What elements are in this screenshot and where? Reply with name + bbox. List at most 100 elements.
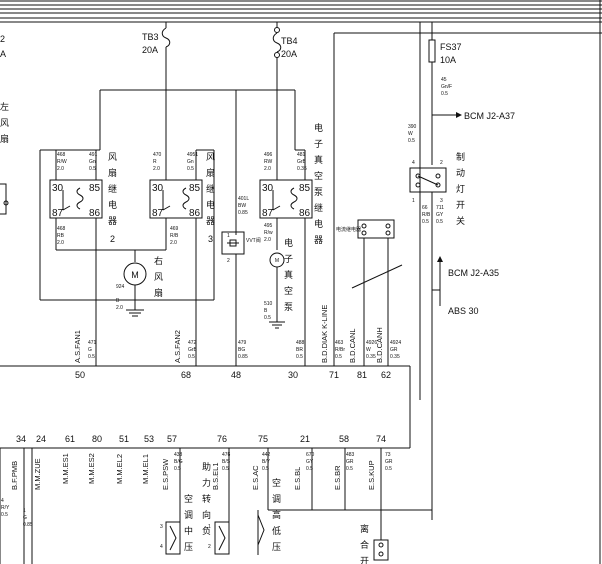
- svg-text:469: 469: [170, 226, 179, 232]
- lower-connector-row: 34 24 61 80 51 53 57 76 75 21 58 74 B.F.…: [0, 434, 433, 564]
- svg-text:401L: 401L: [238, 196, 249, 202]
- fan-relay-3: 30 85 87 86 470 R 2.0 4951 Gn 0.5 469 R/…: [149, 90, 215, 338]
- svg-text:扇: 扇: [206, 167, 215, 178]
- svg-text:E.S.BR: E.S.BR: [333, 465, 342, 490]
- svg-text:电: 电: [206, 199, 215, 210]
- svg-text:电: 电: [314, 218, 323, 229]
- svg-text:M: M: [131, 270, 139, 280]
- svg-text:85: 85: [89, 183, 101, 194]
- svg-text:BR: BR: [296, 347, 303, 353]
- svg-text:442: 442: [262, 452, 271, 458]
- svg-text:电流继电器: 电流继电器: [336, 226, 361, 233]
- svg-text:470: 470: [153, 152, 162, 158]
- svg-text:泵: 泵: [284, 302, 293, 312]
- svg-text:继: 继: [314, 202, 323, 213]
- svg-text:Gn: Gn: [89, 159, 96, 165]
- svg-text:3: 3: [440, 198, 443, 204]
- svg-text:负: 负: [202, 525, 211, 536]
- svg-text:M.M.EL2: M.M.EL2: [115, 454, 124, 484]
- svg-text:491: 491: [89, 152, 98, 158]
- svg-text:风: 风: [108, 152, 117, 162]
- fuse-tb3: TB3 20A: [142, 22, 171, 90]
- svg-text:真: 真: [314, 154, 323, 165]
- svg-text:86: 86: [299, 208, 311, 219]
- svg-text:75: 75: [258, 434, 268, 444]
- svg-text:1: 1: [23, 508, 26, 514]
- svg-text:0.5: 0.5: [422, 219, 429, 225]
- svg-text:子: 子: [314, 139, 323, 149]
- svg-text:Gn: Gn: [187, 159, 194, 165]
- left-fan-label-1: 左: [0, 101, 9, 112]
- svg-text:2: 2: [208, 544, 211, 550]
- svg-text:711: 711: [436, 205, 444, 211]
- svg-text:B.D.DIAK K-LINE: B.D.DIAK K-LINE: [320, 305, 329, 363]
- svg-text:68: 68: [181, 370, 191, 380]
- svg-text:GR: GR: [390, 347, 398, 353]
- svg-text:M: M: [275, 258, 279, 264]
- svg-text:M.M.ZUE: M.M.ZUE: [33, 458, 42, 490]
- svg-text:87: 87: [52, 208, 64, 219]
- svg-text:2.0: 2.0: [57, 240, 64, 246]
- svg-text:670: 670: [306, 452, 315, 458]
- svg-text:87: 87: [262, 208, 274, 219]
- svg-text:0.5: 0.5: [335, 354, 342, 360]
- right-fan-motor: M 924 B 2.0 右 风 扇: [40, 249, 214, 317]
- svg-text:468: 468: [57, 226, 66, 232]
- svg-text:0.85: 0.85: [238, 210, 248, 216]
- svg-text:B.F.PMB: B.F.PMB: [10, 461, 19, 490]
- svg-text:R/Y: R/Y: [1, 505, 10, 511]
- svg-text:48: 48: [231, 370, 241, 380]
- svg-text:A.S.FAN2: A.S.FAN2: [173, 330, 182, 363]
- svg-text:0.5: 0.5: [188, 354, 195, 360]
- svg-text:转: 转: [202, 493, 211, 504]
- svg-text:制: 制: [456, 151, 465, 162]
- svg-text:B: B: [116, 298, 120, 304]
- svg-text:53: 53: [144, 434, 154, 444]
- left-fuse-rating: A: [0, 49, 6, 59]
- svg-text:电: 电: [108, 199, 117, 210]
- svg-text:空: 空: [184, 493, 193, 504]
- svg-text:Gn/F: Gn/F: [441, 84, 452, 90]
- svg-text:开: 开: [456, 200, 465, 210]
- svg-text:0.5: 0.5: [385, 466, 392, 472]
- svg-text:87: 87: [152, 208, 164, 219]
- svg-text:390: 390: [408, 124, 417, 130]
- svg-text:3: 3: [160, 524, 163, 530]
- svg-text:R/w: R/w: [264, 230, 273, 236]
- svg-text:M.M.EL1: M.M.EL1: [141, 454, 150, 484]
- svg-text:2.0: 2.0: [57, 166, 64, 172]
- svg-text:1: 1: [412, 198, 415, 204]
- svg-text:压: 压: [184, 542, 193, 552]
- svg-text:M.M.ES2: M.M.ES2: [87, 453, 96, 484]
- svg-text:开: 开: [360, 556, 369, 564]
- svg-text:M.M.ES1: M.M.ES1: [61, 453, 70, 484]
- svg-text:2.0: 2.0: [264, 237, 271, 243]
- svg-text:2.0: 2.0: [264, 166, 271, 172]
- svg-text:0.5: 0.5: [88, 354, 95, 360]
- svg-text:GrB: GrB: [188, 347, 198, 353]
- fuse-fs37: FS37 10A 45 Gn/F 0.5 BCM J2-A37: [428, 22, 515, 165]
- svg-text:GrB: GrB: [297, 159, 307, 165]
- svg-text:10A: 10A: [440, 55, 456, 65]
- svg-text:子: 子: [284, 254, 293, 264]
- svg-text:34: 34: [16, 434, 26, 444]
- svg-text:4926: 4926: [366, 340, 377, 346]
- upper-connector-row: A.S.FAN1 A.S.FAN2 B.D.DIAK K-LINE B.D.CA…: [0, 305, 411, 448]
- svg-text:器: 器: [108, 216, 117, 226]
- svg-text:488: 488: [296, 340, 305, 346]
- svg-text:4: 4: [1, 498, 4, 504]
- svg-text:0.5: 0.5: [408, 138, 415, 144]
- svg-text:高: 高: [272, 509, 281, 520]
- fuse-tb4-rating: 20A: [281, 49, 297, 59]
- svg-text:W: W: [366, 347, 371, 353]
- svg-text:0.35: 0.35: [366, 354, 376, 360]
- left-fuse-name: 2: [0, 34, 5, 44]
- svg-text:30: 30: [152, 183, 164, 194]
- svg-text:0.35: 0.35: [390, 354, 400, 360]
- svg-text:GY: GY: [436, 212, 444, 218]
- svg-text:62: 62: [381, 370, 391, 380]
- svg-text:电: 电: [284, 237, 293, 248]
- svg-text:继: 继: [108, 183, 117, 194]
- svg-text:0.35: 0.35: [297, 166, 307, 172]
